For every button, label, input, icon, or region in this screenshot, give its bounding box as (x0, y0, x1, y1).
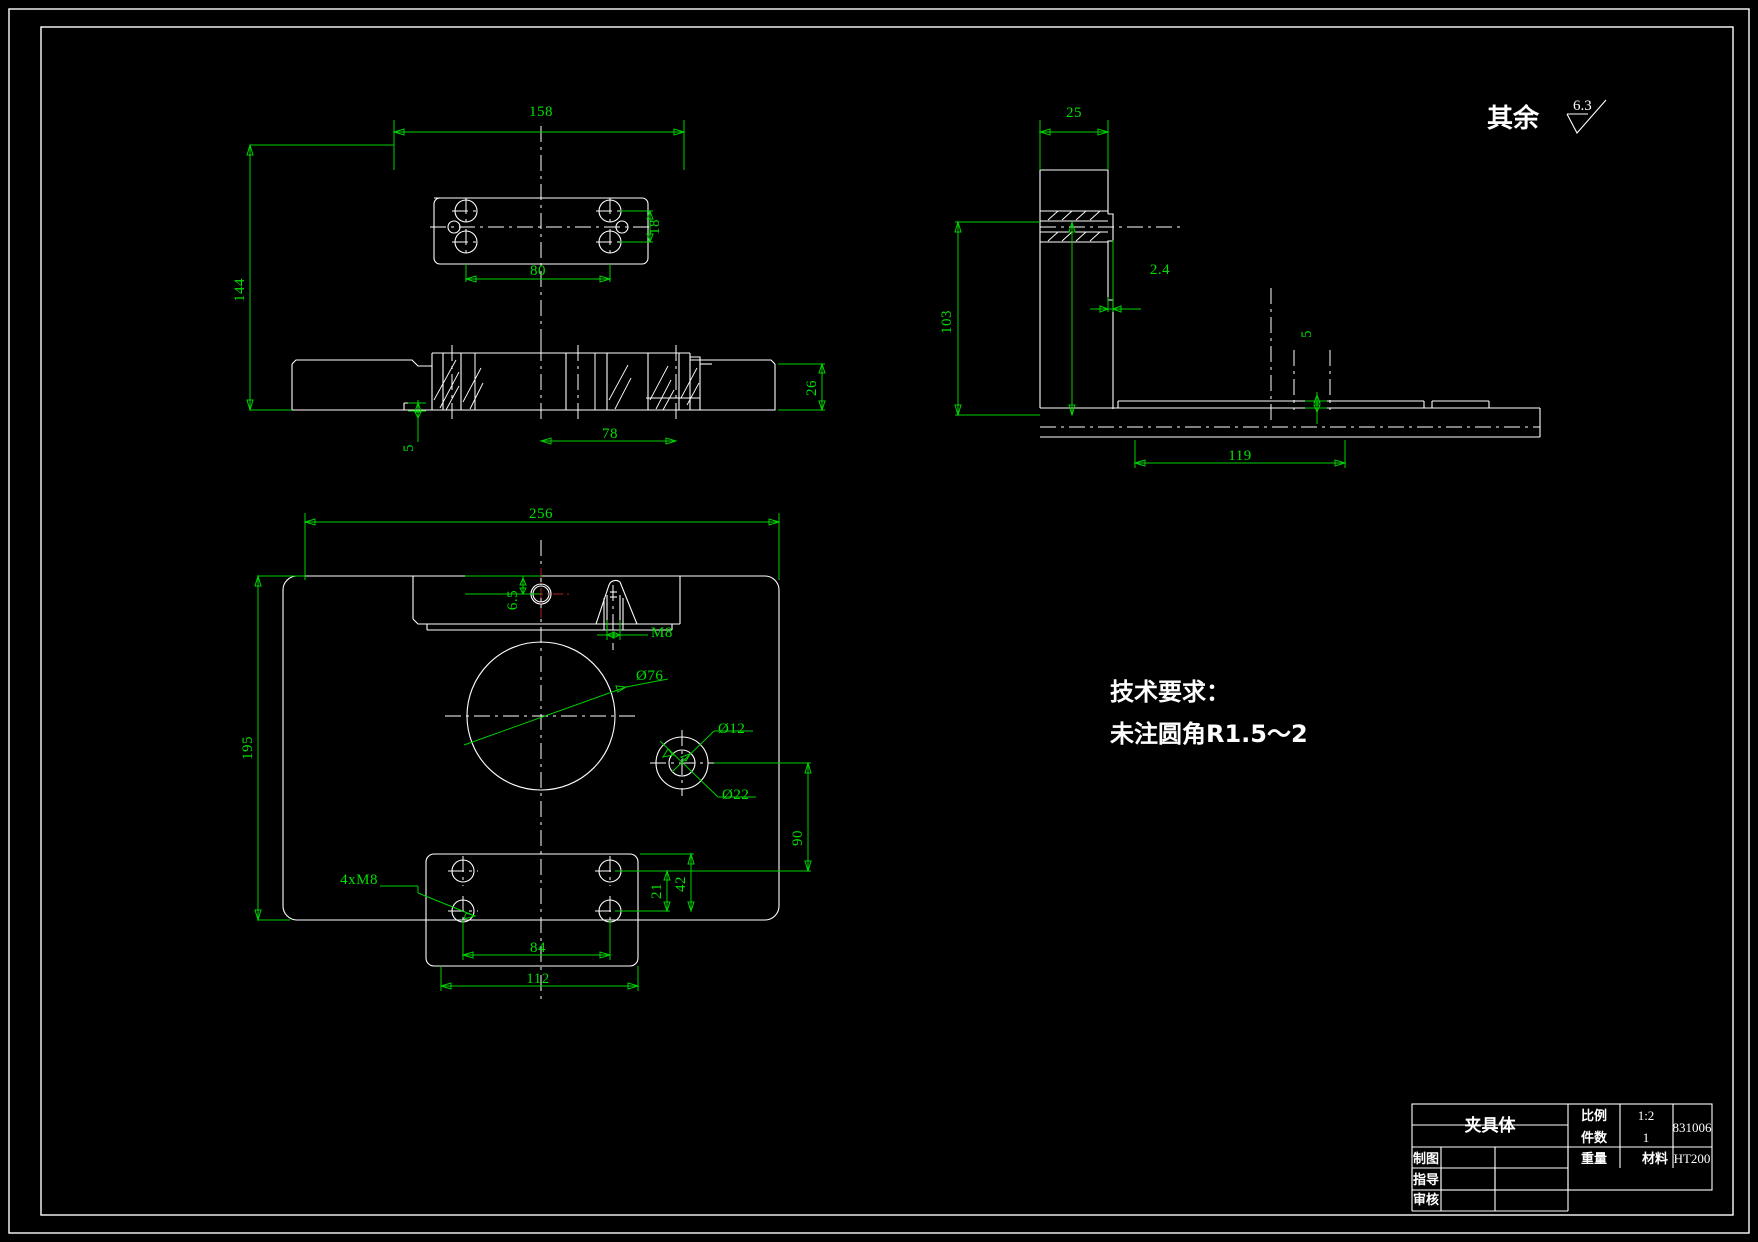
dim-d12: Ø12 (718, 721, 745, 737)
sheet-inner-border (40, 26, 1734, 1216)
dim-5-side: 5 (1299, 330, 1315, 338)
title-block: 夹具体 比例 1:2 件数 1 831006 重量 材料 HT200 制图 指导… (1411, 1103, 1713, 1212)
side-view-centerlines (1040, 226, 1540, 428)
dim-d22: Ø22 (722, 787, 749, 803)
title-block-part-name: 夹具体 (1465, 1115, 1517, 1136)
side-view-dimensions: 25 103 2.4 5 119 (939, 105, 1347, 468)
dim-112: 112 (526, 971, 549, 987)
title-block-row-label-0: 制图 (1413, 1151, 1439, 1167)
dim-84: 84 (530, 940, 546, 956)
title-block-qty-label: 件数 (1581, 1130, 1608, 1146)
plan-view-dimensions: 256 195 6.5 M8 Ø76 Ø12 (240, 506, 812, 991)
title-block-row-label-2: 审核 (1413, 1192, 1439, 1208)
title-block-row-label-1: 指导 (1413, 1172, 1439, 1188)
surface-finish-value: 6.3 (1573, 98, 1592, 114)
front-view-geometry (291, 126, 776, 420)
dim-m8: M8 (651, 625, 673, 641)
dim-6-5: 6.5 (505, 590, 521, 610)
plan-view-geometry (282, 540, 780, 1000)
dim-42: 42 (673, 876, 689, 892)
sheet-outer-border (8, 8, 1750, 1234)
dim-2-4: 2.4 (1150, 262, 1170, 278)
tech-req-line-1: 未注圆角R1.5～2 (1110, 720, 1308, 748)
surface-finish-icon (1566, 99, 1607, 134)
dim-80: 80 (530, 263, 546, 279)
surface-finish-label: 其余 (1487, 103, 1540, 134)
dim-25: 25 (1066, 105, 1082, 121)
dim-26: 26 (804, 380, 820, 396)
technical-requirements-block: 技术要求： 未注圆角R1.5～2 (1110, 678, 1308, 748)
title-block-scale-label: 比例 (1581, 1108, 1607, 1124)
section-hatch-front (433, 359, 700, 411)
title-block-scale-value: 1:2 (1638, 1108, 1655, 1123)
dim-5-front: 5 (401, 444, 417, 452)
dim-256: 256 (529, 506, 553, 522)
title-block-material-label: 材料 (1642, 1151, 1668, 1167)
side-view-geometry (1039, 169, 1541, 438)
dim-21: 21 (649, 883, 665, 899)
front-view-centerlines (430, 126, 677, 420)
surface-finish-symbol-group: 其余 6.3 (1487, 98, 1607, 134)
dim-103: 103 (939, 310, 955, 334)
title-block-qty-value: 1 (1643, 1130, 1650, 1145)
dim-119: 119 (1228, 448, 1251, 464)
title-block-drawing-number: 831006 (1673, 1120, 1713, 1135)
dim-d76: Ø76 (636, 668, 663, 684)
dim-90: 90 (790, 830, 806, 846)
title-block-weight-label: 重量 (1581, 1151, 1607, 1167)
dim-144: 144 (232, 278, 248, 302)
dim-158: 158 (529, 104, 553, 120)
section-hatch-side (1047, 210, 1101, 242)
tech-req-heading: 技术要求： (1110, 678, 1230, 706)
dim-18: 18 (647, 219, 663, 235)
title-block-material-value: HT200 (1674, 1151, 1711, 1166)
dim-4xm8: 4xM8 (340, 872, 378, 888)
dim-195: 195 (240, 736, 256, 760)
dim-78: 78 (602, 426, 618, 442)
front-view-dimensions: 158 144 80 18 78 26 (232, 104, 826, 452)
